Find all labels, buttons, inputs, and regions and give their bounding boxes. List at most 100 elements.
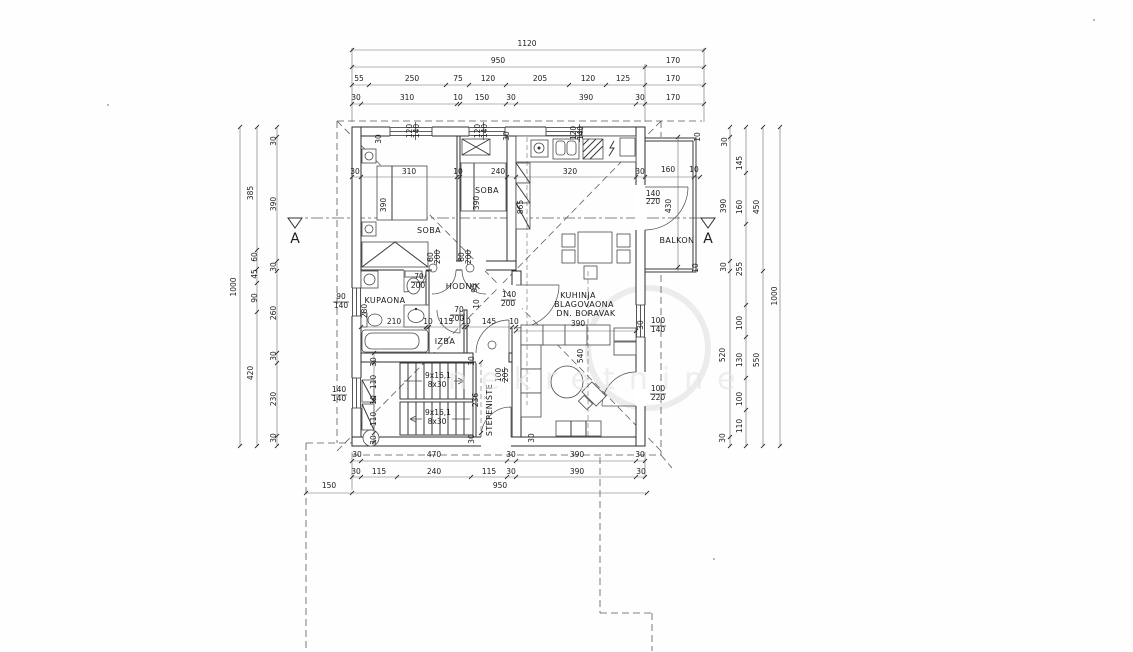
dim-label: 310 bbox=[400, 93, 415, 102]
dim-label: 230 bbox=[269, 392, 278, 407]
dim-label: 1000 bbox=[229, 277, 238, 296]
furniture-living-room bbox=[520, 324, 637, 437]
dim-label: 170 bbox=[666, 93, 681, 102]
dim-label: 30 bbox=[719, 262, 728, 272]
dim-label: 95 bbox=[470, 283, 479, 293]
dim-label: 520 bbox=[718, 348, 727, 363]
dim-label: 390 bbox=[719, 199, 728, 214]
dim-label: 70 bbox=[454, 305, 464, 314]
furniture-bathroom bbox=[360, 270, 430, 353]
site-boundary-dashed bbox=[305, 442, 653, 651]
dim-label: 115 bbox=[482, 467, 497, 476]
dim-label: 200 bbox=[464, 250, 473, 265]
dim-label: 320 bbox=[563, 167, 578, 176]
dim-label: 1120 bbox=[517, 39, 536, 48]
dim-label: 80 bbox=[426, 252, 435, 262]
dim-label: 115 bbox=[372, 467, 387, 476]
dim-label: 30 bbox=[467, 434, 476, 444]
dim-label: 140 bbox=[646, 189, 661, 198]
dim-label: 120 bbox=[405, 124, 414, 139]
dim-label: 550 bbox=[752, 353, 761, 368]
dim-label: 540 bbox=[576, 349, 585, 364]
dim-label: 100 bbox=[494, 368, 503, 383]
dim-label: 120 bbox=[569, 126, 578, 141]
dim-label: 390 bbox=[472, 196, 481, 211]
dim-label: 80 bbox=[457, 252, 466, 262]
dim-label: 150 bbox=[322, 481, 337, 490]
dim-label: 10 bbox=[453, 167, 463, 176]
dim-label: 450 bbox=[752, 200, 761, 215]
dim-label: 10 bbox=[693, 132, 702, 142]
dim-label: 140 bbox=[332, 385, 347, 394]
dim-label: 220 bbox=[651, 393, 666, 402]
dim-label: 30 bbox=[718, 433, 727, 443]
dim-label: 110 bbox=[735, 419, 744, 434]
dim-label: 30 bbox=[352, 450, 362, 459]
dim-label: 140 bbox=[332, 394, 347, 403]
dim-label: 140 bbox=[334, 301, 349, 310]
dim-label: 200 bbox=[501, 299, 516, 308]
dim-label: 200 bbox=[411, 281, 426, 290]
dim-label: 150 bbox=[475, 93, 490, 102]
dim-label: 30 bbox=[374, 134, 383, 144]
dim-label: 10 bbox=[423, 317, 433, 326]
room-label-soba-1: SOBA bbox=[417, 226, 441, 235]
dim-label: 145 bbox=[482, 317, 497, 326]
dim-label: 120 bbox=[473, 124, 482, 139]
dim-label: 10 bbox=[369, 395, 378, 405]
dim-label: 160 bbox=[661, 165, 676, 174]
dim-label: 430 bbox=[664, 199, 673, 214]
dim-label: 130 bbox=[735, 353, 744, 368]
dim-label: 75 bbox=[453, 74, 463, 83]
dim-label: 10 bbox=[509, 317, 519, 326]
dim-label: 30 bbox=[369, 435, 378, 445]
dim-label: 140 bbox=[480, 124, 489, 139]
dim-label: 240 bbox=[491, 167, 506, 176]
dim-label: 30 bbox=[506, 450, 516, 459]
dim-label: 70 bbox=[414, 272, 424, 281]
dim-label: 45 bbox=[250, 269, 259, 279]
dim-label: 30 bbox=[350, 167, 360, 176]
dim-label: 310 bbox=[402, 167, 417, 176]
dim-label: 55 bbox=[354, 74, 364, 83]
dim-label: 90 bbox=[336, 292, 346, 301]
dim-label: 30 bbox=[502, 131, 511, 141]
dim-label: 120 bbox=[581, 74, 596, 83]
dim-label: 390 bbox=[570, 467, 585, 476]
dim-label: 170 bbox=[666, 56, 681, 65]
dim-label: 30 bbox=[269, 262, 278, 272]
dim-label: 390 bbox=[579, 93, 594, 102]
dim-label: 240 bbox=[427, 467, 442, 476]
dim-label: 10 bbox=[691, 263, 700, 273]
dim-label: 10 bbox=[472, 299, 481, 309]
room-label-izba: IZBA bbox=[435, 337, 456, 346]
dim-label: 100 bbox=[651, 316, 666, 325]
room-label-soba-2: SOBA bbox=[475, 186, 499, 195]
dim-label: 30 bbox=[635, 167, 645, 176]
dim-label: 30 bbox=[636, 320, 645, 330]
dim-label: 160 bbox=[735, 200, 744, 215]
dim-label: 30 bbox=[506, 467, 516, 476]
dim-label: 140 bbox=[651, 325, 666, 334]
furniture-soba-2 bbox=[460, 138, 507, 212]
dim-label: 205 bbox=[533, 74, 548, 83]
dim-label: 110 bbox=[369, 412, 378, 427]
dim-label: 30 bbox=[467, 356, 476, 366]
dim-label: 9x16,1 bbox=[425, 408, 451, 417]
dim-label: 210 bbox=[387, 317, 402, 326]
dim-label: 865 bbox=[516, 200, 525, 215]
dim-label: 30 bbox=[635, 450, 645, 459]
dim-label: 115 bbox=[439, 317, 454, 326]
dim-label: 170 bbox=[666, 74, 681, 83]
furniture-kitchen bbox=[515, 135, 637, 280]
room-label-blagovaona: BLAGOVAONA bbox=[554, 300, 614, 309]
dim-label: 10 bbox=[461, 317, 471, 326]
dim-label: 236 bbox=[471, 393, 480, 408]
paper-specks bbox=[107, 19, 1095, 560]
dim-label: 30 bbox=[269, 136, 278, 146]
dim-label: 140 bbox=[502, 290, 517, 299]
dim-label: 470 bbox=[427, 450, 442, 459]
room-label-hodnik: HODNIK bbox=[446, 282, 481, 291]
dim-label: 8x30 bbox=[428, 380, 447, 389]
dim-label: 110 bbox=[369, 375, 378, 390]
